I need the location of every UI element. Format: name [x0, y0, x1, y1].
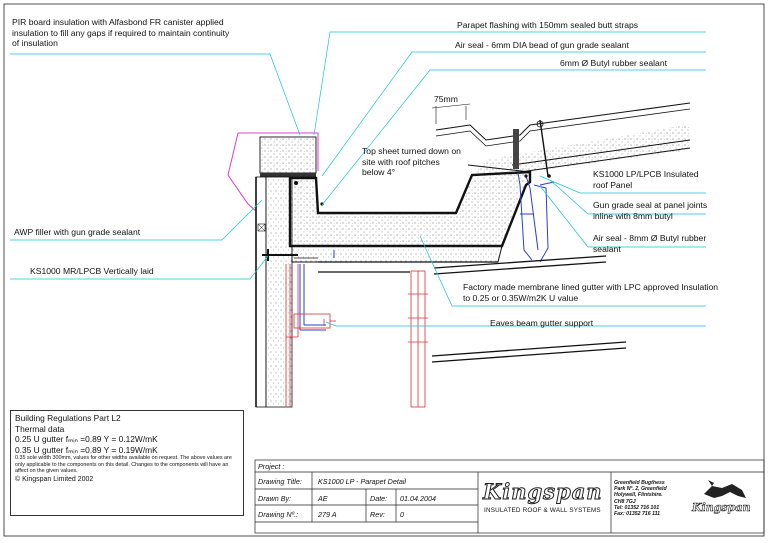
- kingspan-logo-2: Kingspan: [692, 501, 751, 515]
- ks1000-lp-callout: KS1000 LP/LPCB Insulated roof Panel: [593, 169, 699, 190]
- address-line-5: Tel: 01352 716 101: [614, 504, 660, 511]
- date-label: Date:: [370, 494, 388, 503]
- thermal-note: 0.35 sole width 300mm, values for other …: [15, 455, 232, 475]
- company-name: Kingspan: [483, 479, 603, 505]
- address-line-4: CH8 7GJ: [614, 498, 636, 505]
- parapet-flashing-callout: Parapet flashing with 150mm sealed butt …: [457, 20, 639, 30]
- eaves-beam: [285, 264, 428, 408]
- top-sheet-line3: below 4°: [362, 167, 396, 177]
- pir-board-callout: PIR board insulation with Alfasbond FR c…: [12, 17, 229, 49]
- address-line-1: Greenfield Bugthess: [614, 480, 665, 486]
- gun-grade-seal-line2: inline with 8mm butyl: [593, 210, 673, 221]
- drawing-no: 279 A: [318, 510, 337, 519]
- pir-board-line1: PIR board insulation with Alfasbond FR c…: [12, 17, 224, 27]
- leader-lines: [10, 31, 706, 327]
- sheet-border: [3, 3, 765, 537]
- gutter-section: [288, 170, 532, 263]
- roof-panel: [431, 102, 691, 177]
- company-subtitle: INSULATED ROOF & WALL SYSTEMS: [484, 507, 601, 514]
- top-sheet-callout: Top sheet turned down on site with roof …: [362, 146, 461, 178]
- eaves-beam-callout: Eaves beam gutter support: [490, 318, 594, 328]
- factory-gutter-callout: Factory made membrane lined gutter with …: [463, 282, 718, 303]
- building-regs-subtitle: Thermal data: [15, 423, 65, 434]
- butyl-6mm-callout: 6mm Ø Butyl rubber sealant: [560, 58, 667, 68]
- gun-grade-seal-callout: Gun grade seal at panel joints inline wi…: [593, 200, 707, 221]
- pir-board-line3: of insulation: [12, 38, 58, 48]
- parapet-block: [259, 136, 317, 177]
- top-sheet-line1: Top sheet turned down on: [362, 146, 461, 156]
- copyright: © Kingspan Limited 2002: [15, 475, 94, 483]
- ks1000-lp-line1: KS1000 LP/LPCB Insulated: [593, 169, 699, 179]
- kingspan-logo: Kingspan INSULATED ROOF & WALL SYSTEMS: [480, 479, 608, 525]
- factory-gutter-line1: Factory made membrane lined gutter with …: [463, 282, 719, 292]
- air-seal-8mm-line2: sealant: [593, 243, 621, 254]
- address-line-3: Holywell, Flintshire.: [614, 492, 663, 499]
- ks1000-mr-callout: KS1000 MR/LPCB Vertically laid: [30, 266, 154, 276]
- dimension-75mm: 75mm: [434, 94, 458, 104]
- date: 01.04.2004: [400, 494, 436, 503]
- factory-gutter-line2: to 0.25 or 0.35W/m2K U value: [463, 292, 579, 303]
- drawing-title: KS1000 LP - Parapet Detail: [318, 477, 407, 486]
- structural-lines: [318, 255, 627, 363]
- address-line-2: Park Nº. 2, Greenfield: [614, 486, 667, 493]
- top-sheet-line2: site with roof pitches: [362, 156, 440, 167]
- drawn-by-label: Drawn By:: [258, 494, 292, 503]
- drawn-by: AE: [318, 494, 328, 503]
- drawing-title-label: Drawing Title:: [258, 477, 302, 486]
- ks1000-lp-line2: roof Panel: [593, 179, 633, 190]
- awp-filler-callout: AWP filler with gun grade sealant: [14, 227, 141, 237]
- sealant-beads: [294, 174, 551, 206]
- building-regulations-box: Building Regulations Part L2 Thermal dat…: [10, 410, 244, 516]
- project-label: Project :: [258, 462, 285, 471]
- pir-board-line2: insulation to fill any gaps if required …: [12, 27, 230, 38]
- vertical-wall-panel: [255, 176, 293, 408]
- air-seal-6mm-callout: Air seal - 6mm DIA bead of gun grade sea…: [455, 40, 629, 50]
- rev: 0: [400, 510, 404, 519]
- building-regs-title: Building Regulations Part L2: [15, 413, 121, 423]
- thermal-line-1: 0.25 U gutter fₘᵢₙ =0.89 Y = 0.12W/mK: [15, 434, 158, 444]
- rev-label: Rev:: [370, 510, 385, 519]
- thermal-line-2: 0.35 U gutter fₘᵢₙ =0.89 Y = 0.19W/mK: [15, 444, 158, 455]
- gun-grade-seal-line1: Gun grade seal at panel joints: [593, 200, 708, 210]
- drawing-no-label: Drawing Nº.:: [258, 510, 299, 519]
- company-address: Greenfield Bugthess Park Nº. 2, Greenfie…: [614, 480, 667, 517]
- air-seal-8mm-line1: Air seal - 8mm Ø Butyl rubber: [593, 233, 707, 243]
- air-seal-8mm-callout: Air seal - 8mm Ø Butyl rubber sealant: [593, 233, 706, 254]
- address-line-6: Fax: 01352 716 111: [614, 511, 660, 518]
